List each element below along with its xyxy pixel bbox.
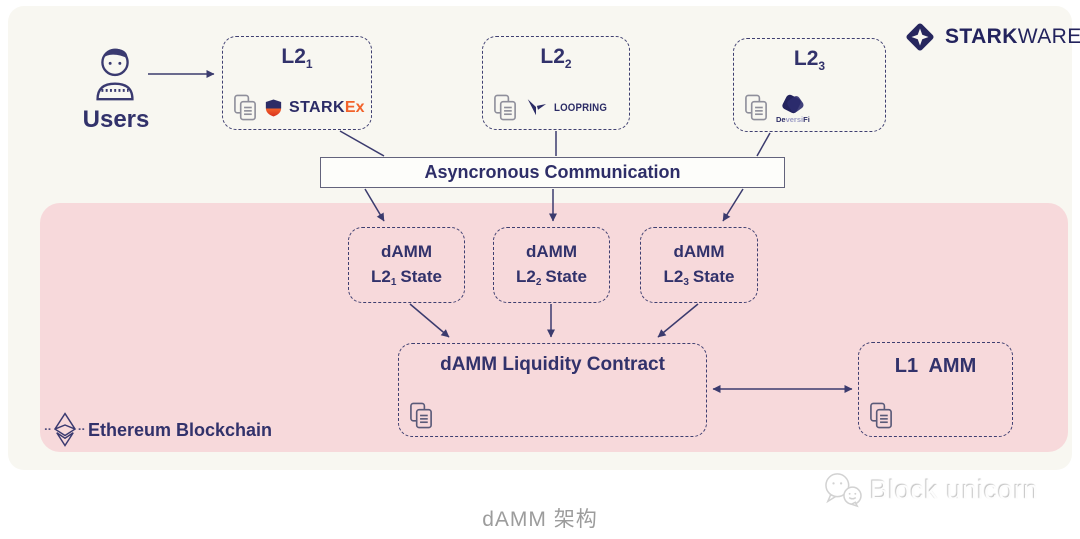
watermark-text: Block unicorn [870, 474, 1039, 505]
damm-state-1-line1: dAMM [381, 242, 432, 262]
l2-box-1-title: L21 [281, 45, 313, 71]
loopring-icon [525, 98, 547, 117]
starkware-wordmark: STARKWARE [945, 25, 1080, 48]
ethereum-blockchain-label: Ethereum Blockchain [88, 420, 273, 440]
caption: dAMM 架构 [482, 508, 598, 531]
users-label: Users [82, 106, 150, 133]
user-icon [84, 42, 146, 104]
ethereum-layer-region [40, 203, 1068, 452]
deversifi-logo: DeversiFi [776, 93, 810, 124]
document-icon [409, 402, 434, 429]
damm-liquidity-contract-box: dAMM Liquidity Contract [398, 343, 707, 437]
async-communication-box: Asyncronous Communication [320, 157, 785, 188]
l2-box-2-title: L22 [540, 45, 572, 71]
document-icon [744, 94, 769, 121]
ethereum-icon [44, 410, 86, 450]
starkex-shield-icon [265, 98, 282, 118]
loopring-wordmark: LOOPRING [554, 101, 608, 114]
l2-box-1: L21 STARKEx [222, 36, 372, 130]
damm-state-2-line1: dAMM [526, 242, 577, 262]
chat-bubbles-icon [822, 472, 864, 508]
watermark: Block unicorn [822, 472, 1039, 508]
damm-liquidity-contract-label: dAMM Liquidity Contract [440, 354, 665, 375]
damm-state-3-line1: dAMM [673, 242, 725, 262]
l2-box-3: L23 DeversiFi [733, 38, 886, 132]
starkex-wordmark: STARKEx [289, 98, 365, 116]
l1-amm-label: L1 AMM [894, 355, 977, 377]
l1-amm-box: L1 AMM [858, 342, 1013, 437]
async-communication-label: Asyncronous Communication [424, 162, 681, 182]
deversifi-icon [778, 93, 808, 115]
starkware-icon [903, 20, 937, 54]
document-icon [869, 402, 894, 429]
deversifi-wordmark: DeversiFi [776, 114, 810, 124]
l2-box-3-title: L23 [793, 47, 826, 73]
document-icon [233, 94, 258, 121]
starkware-logo: STARKWARE [903, 20, 1080, 54]
document-icon [493, 94, 518, 121]
l2-box-2: L22 LOOPRING [482, 36, 630, 130]
